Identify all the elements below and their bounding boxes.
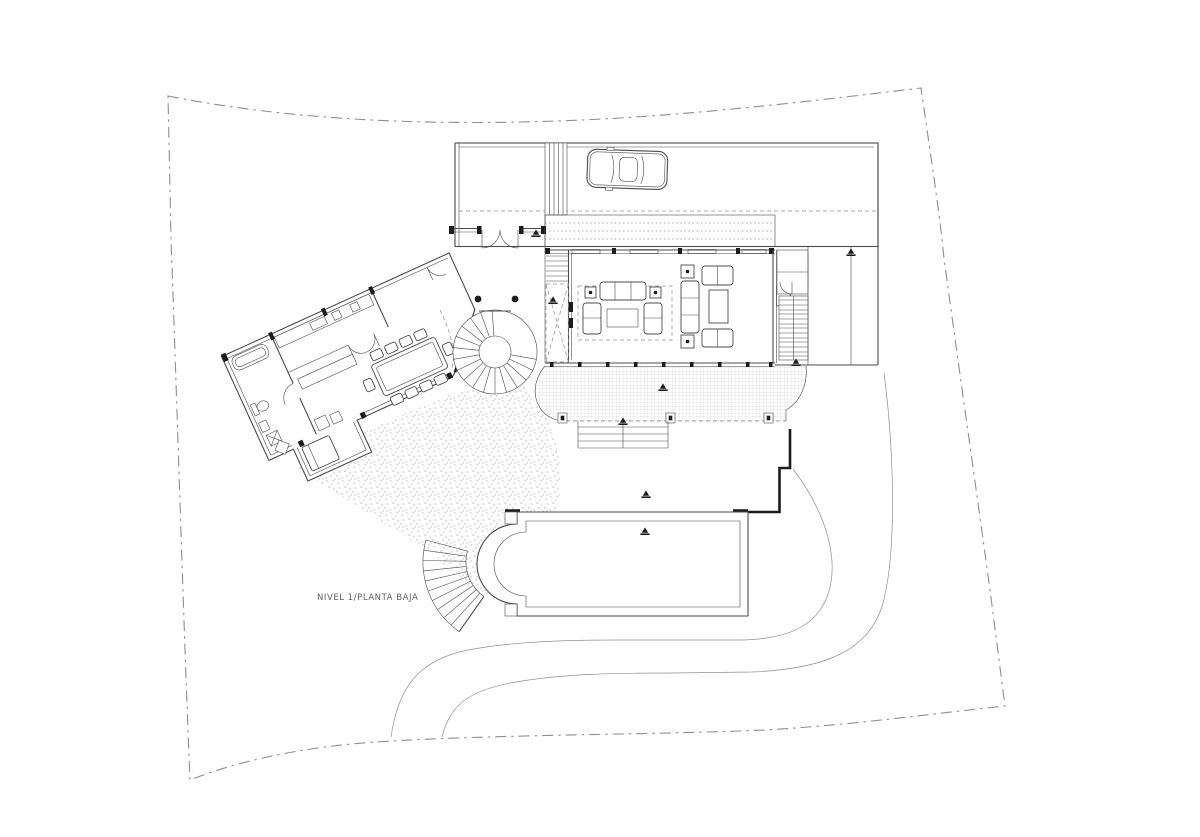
wall-jambs bbox=[545, 248, 774, 254]
floor-label: NIVEL 1/PLANTA BAJA bbox=[317, 593, 418, 603]
swimming-pool bbox=[476, 511, 749, 617]
sink bbox=[258, 419, 271, 433]
kitchen-sink bbox=[309, 316, 328, 331]
sofa-set-left bbox=[569, 281, 673, 341]
terrace-steps bbox=[577, 421, 669, 449]
dining-chairs bbox=[362, 328, 455, 406]
kitchen-counter bbox=[273, 293, 375, 349]
void-cross bbox=[545, 283, 569, 363]
sofa bbox=[599, 281, 647, 301]
wall-jambs bbox=[220, 285, 454, 448]
upper-terrace bbox=[534, 365, 807, 449]
column-base bbox=[557, 412, 774, 424]
double-entry-door bbox=[481, 229, 519, 249]
armchair bbox=[582, 302, 602, 335]
garage-court bbox=[454, 142, 879, 248]
column bbox=[474, 295, 482, 303]
fan-staircase bbox=[422, 539, 485, 632]
door-arc bbox=[426, 267, 446, 281]
left-wing bbox=[220, 252, 476, 482]
double-door-arc bbox=[347, 333, 380, 358]
window-sills bbox=[571, 249, 767, 254]
spiral-staircase bbox=[452, 309, 538, 395]
sofa bbox=[680, 280, 700, 334]
right-service-block bbox=[775, 249, 878, 366]
planter bbox=[274, 439, 290, 455]
sofa-set-right bbox=[680, 264, 734, 349]
kitchen-island bbox=[297, 353, 358, 390]
dining-room bbox=[362, 292, 455, 406]
kitchen bbox=[273, 293, 380, 432]
rug bbox=[577, 285, 673, 341]
bed bbox=[301, 435, 340, 472]
entry-hall bbox=[439, 226, 546, 369]
straight-staircase bbox=[778, 295, 809, 361]
bedroom bbox=[274, 435, 340, 472]
garage-ramp-stripes bbox=[544, 142, 568, 216]
car bbox=[586, 146, 669, 191]
door-jambs bbox=[449, 226, 546, 234]
glazing-mullions bbox=[550, 362, 773, 367]
side-stair bbox=[546, 255, 569, 282]
parking-court bbox=[807, 143, 879, 365]
driveway bbox=[390, 372, 893, 738]
bathtub bbox=[231, 344, 270, 371]
living-room bbox=[544, 215, 791, 367]
column bbox=[511, 295, 519, 303]
coffee-table bbox=[606, 308, 639, 328]
table bbox=[708, 289, 729, 324]
dining-table bbox=[371, 337, 449, 397]
floor-edge bbox=[439, 309, 454, 369]
armchair bbox=[643, 302, 663, 335]
